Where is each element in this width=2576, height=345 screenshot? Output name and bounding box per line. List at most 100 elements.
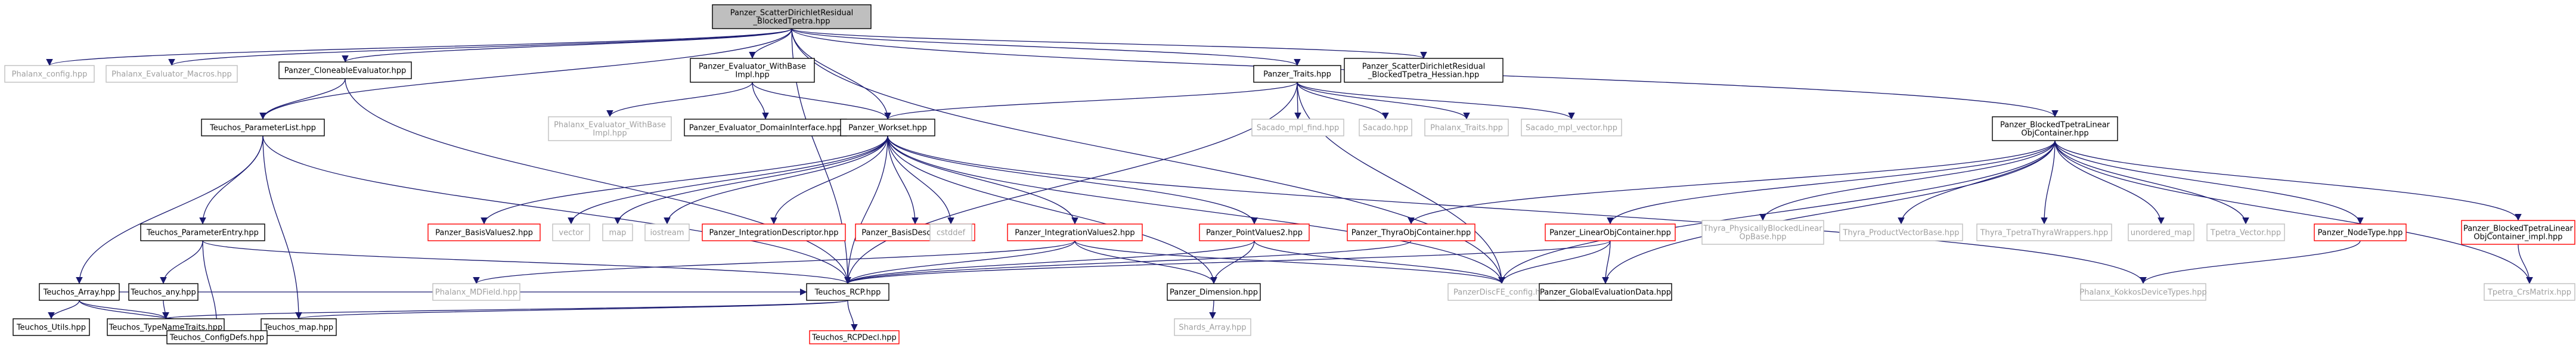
node-phalanx-eval-macros: Phalanx_Evaluator_Macros.hpp [106,65,238,83]
node-blocked-container[interactable]: Panzer_BlockedTpetraLinearObjContainer.h… [1992,116,2118,141]
node-box[interactable] [1539,283,1672,301]
node-label: _BlockedTpetra.hpp [753,17,830,26]
node-box[interactable] [2314,223,2407,241]
node-box[interactable] [684,119,847,136]
node-box[interactable] [2461,220,2575,245]
node-paramlist[interactable]: Teuchos_ParameterList.hpp [201,119,325,136]
node-box[interactable] [1344,58,1504,83]
edge-traits-to-sacado [1297,82,1389,120]
node-phx-traits: Phalanx_Traits.hpp [1424,119,1509,136]
node-rcp[interactable]: Teuchos_RCP.hpp [806,283,889,301]
node-disc-config: PanzerDiscFE_config.hpp [1447,283,1556,301]
edge-point-values2-to-rcp [844,240,1255,284]
edge-eval-withbase-to-domain-iface [752,82,769,120]
node-box[interactable] [702,223,846,241]
node-box[interactable] [39,283,120,301]
node-box [4,65,95,83]
node-integ-values2[interactable]: Panzer_IntegrationValues2.hpp [1007,223,1143,241]
edge-blocked-container-to-thyra-phys [1759,140,2056,221]
node-box[interactable] [1253,65,1341,83]
node-dimension[interactable]: Panzer_Dimension.hpp [1167,283,1261,301]
node-blocked-impl[interactable]: Panzer_BlockedTpetraLinearObjContainer_i… [2461,220,2575,245]
node-box[interactable] [1199,223,1310,241]
node-box[interactable] [690,58,815,83]
node-box [929,223,972,241]
node-box[interactable] [1347,223,1475,241]
dependency-nodes: Panzer_ScatterDirichletResidual_BlockedT… [4,4,2575,344]
node-box [1251,119,1344,136]
node-thyra-obj[interactable]: Panzer_ThyraObjContainer.hpp [1347,223,1475,241]
node-kokkos-dev: Phalanx_KokkosDeviceTypes.hpp [2079,283,2207,301]
edge-traits-to-sacado-vec [1297,82,1575,120]
node-box[interactable] [1167,283,1261,301]
node-label: Panzer_ScatterDirichletResidual [730,9,854,18]
node-box[interactable] [278,61,412,79]
node-box [644,223,690,241]
edge-workset-to-basis-desc [887,135,919,225]
node-workset[interactable]: Panzer_Workset.hpp [840,119,935,136]
node-shards: Shards_Array.hpp [1174,318,1251,336]
edge-eval-withbase-to-workset [752,82,891,120]
node-cloneable[interactable]: Panzer_CloneableEvaluator.hpp [278,61,412,79]
edge-blocked-container-to-linear-obj [1607,140,2056,225]
node-config-defs[interactable]: Teuchos_ConfigDefs.hpp [166,330,268,344]
node-typename[interactable]: Teuchos_TypeNameTraits.hpp [107,318,225,336]
edge-traits-to-disc-config [1297,82,1505,284]
node-box[interactable] [13,318,90,336]
edge-blocked-container-to-disc-config [1498,140,2056,284]
node-box[interactable] [128,283,199,301]
edge-point-values2-to-disc-config [1254,240,1505,284]
edge-paramlist-to-teuchos-array [76,135,264,284]
node-box[interactable] [140,223,265,241]
node-box[interactable] [427,223,541,241]
node-node-type[interactable]: Panzer_NodeType.hpp [2314,223,2407,241]
node-basis-values2[interactable]: Panzer_BasisValues2.hpp [427,223,541,241]
node-teuchos-any[interactable]: Teuchos_any.hpp [128,283,199,301]
node-rcp-decl[interactable]: Teuchos_RCPDecl.hpp [809,330,900,344]
edge-traits-to-workset [884,82,1298,120]
node-label: Impl.hpp [735,71,769,80]
node-label: Panzer_NodeType.hpp [2318,229,2403,238]
node-point-values2[interactable]: Panzer_PointValues2.hpp [1199,223,1310,241]
edge-workset-to-integ-desc [770,135,888,225]
node-teuchos-utils[interactable]: Teuchos_Utils.hpp [13,318,90,336]
node-box[interactable] [201,119,325,136]
node-box[interactable] [809,330,900,344]
node-label: vector [559,229,584,238]
node-hessian[interactable]: Panzer_ScatterDirichletResidual_BlockedT… [1344,58,1504,83]
node-iostream: iostream [644,223,690,241]
node-box[interactable] [806,283,889,301]
node-traits[interactable]: Panzer_Traits.hpp [1253,65,1341,83]
node-box[interactable] [1007,223,1143,241]
node-box [548,116,672,141]
node-linear-obj[interactable]: Panzer_LinearObjContainer.hpp [1545,223,1676,241]
node-box[interactable] [840,119,935,136]
node-box[interactable] [1545,223,1676,241]
node-box[interactable] [261,318,337,336]
edge-traits-to-phx-traits [1297,82,1470,120]
node-teuchos-array[interactable]: Teuchos_Array.hpp [39,283,120,301]
node-label: Shards_Array.hpp [1179,324,1246,332]
edge-param-entry-to-rcp [202,240,851,284]
node-box [1521,119,1622,136]
edge-rcp-to-typename [163,300,848,319]
edge-linear-obj-to-rcp [844,240,1611,284]
edge-workset-to-iostream [664,135,888,225]
node-box[interactable] [1992,116,2118,141]
node-label: cstddef [937,229,966,238]
node-label: ObjContainer_impl.hpp [2473,233,2562,242]
node-vector: vector [552,223,590,241]
node-integ-desc[interactable]: Panzer_IntegrationDescriptor.hpp [702,223,846,241]
node-crs-matrix: Tpetra_CrsMatrix.hpp [2484,283,2575,301]
node-box[interactable] [166,330,268,344]
node-param-entry[interactable]: Teuchos_ParameterEntry.hpp [140,223,265,241]
edge-blocked-container-to-thyra-prod [1898,140,2056,225]
edge-workset-to-rcp [844,135,888,284]
node-domain-iface[interactable]: Panzer_Evaluator_DomainInterface.hpp [684,119,847,136]
node-global-eval[interactable]: Panzer_GlobalEvaluationData.hpp [1539,283,1672,301]
node-teuchos-map[interactable]: Teuchos_map.hpp [261,318,337,336]
